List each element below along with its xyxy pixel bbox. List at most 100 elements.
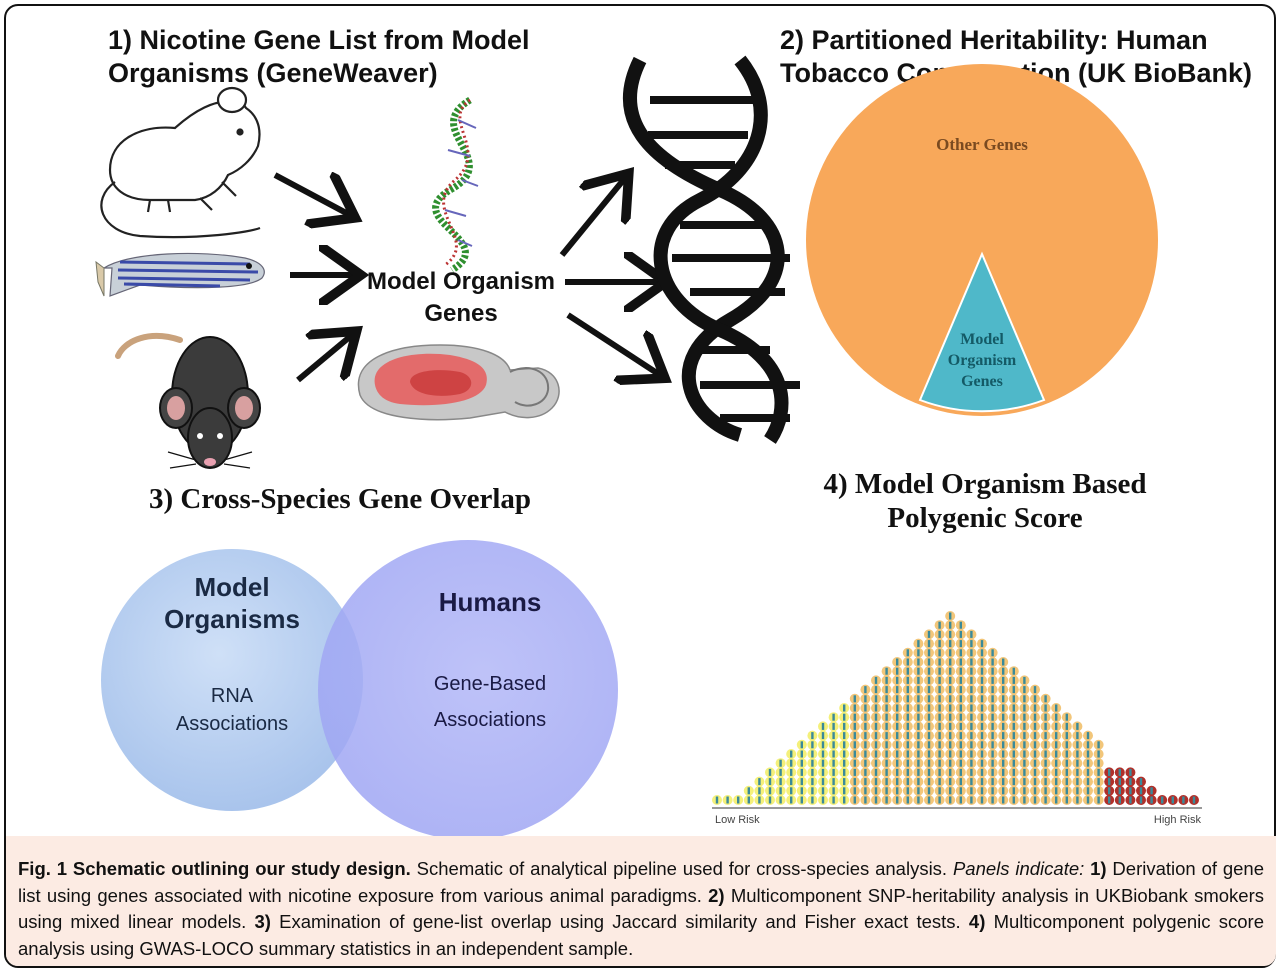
score-dot-marker [1076,732,1079,740]
score-dot-marker [1129,796,1132,804]
score-dot-marker [959,732,962,740]
score-dot-marker [1044,704,1047,712]
score-dot-marker [1076,759,1079,767]
score-dot-marker [1097,759,1100,767]
score-dot-marker [864,787,867,795]
score-dot-marker [991,722,994,730]
score-dot-marker [896,759,899,767]
score-dot-marker [1033,787,1037,795]
score-dot-marker [980,686,984,694]
score-dot-marker [1033,741,1037,749]
score-dot-marker [991,667,994,675]
score-dot-marker [959,667,962,675]
score-dot-marker [959,686,962,694]
score-dot-marker [927,759,931,767]
score-dot-marker [885,704,888,712]
score-dot-marker [906,676,909,684]
caption-background [6,836,1276,966]
venn-left-title-line1: Model [194,572,269,602]
score-dot-marker [1012,741,1015,749]
score-dot-marker [1033,722,1037,730]
caption-t2: Multicomponent SNP-heritability analysis… [18,884,1264,933]
score-dot-marker [874,713,878,721]
score-dot-marker [864,695,867,703]
figure-illustration: Other Genes Model Organism Genes Model O… [95,55,1202,840]
score-dot-marker [1086,759,1090,767]
score-dot-marker [906,732,909,740]
score-dot-marker [843,796,846,804]
score-dot-marker [1076,722,1079,730]
score-dot-marker [949,713,952,721]
score-dot-marker [980,658,984,666]
score-dot-marker [832,778,835,786]
score-dot-marker [938,722,941,730]
score-dot-marker [959,695,962,703]
score-dot-marker [885,686,888,694]
score-dot-marker [927,732,931,740]
score-dot-marker [1012,778,1015,786]
score-dot-marker [917,713,920,721]
low-risk-label: Low Risk [715,814,760,826]
score-dot-marker [885,759,888,767]
score-dot-marker [980,695,984,703]
score-dot-marker [790,759,793,767]
score-dot-marker [1108,787,1111,795]
score-dot-marker [768,778,772,786]
score-dot-marker [980,750,984,758]
score-dot-marker [917,778,920,786]
panel1-title-line2: Organisms (GeneWeaver) [108,58,438,88]
score-dot-marker [853,713,856,721]
score-dot-marker [1002,658,1005,666]
score-dot-marker [938,750,941,758]
score-dot-marker [991,676,994,684]
score-dot-marker [821,796,825,804]
score-dot-marker [906,796,909,804]
score-dot-marker [949,759,952,767]
score-dot-marker [959,658,962,666]
score-dot-marker [906,686,909,694]
score-dot-marker [938,787,941,795]
score-dot-marker [1023,796,1026,804]
mouse-icon [115,333,261,469]
score-dot-marker [938,768,941,776]
panel4-title-line1: 4) Model Organism Based [823,468,1147,500]
score-dot-marker [832,768,835,776]
score-dot-marker [1055,732,1058,740]
score-dot-marker [1065,796,1068,804]
score-dot-marker [853,778,856,786]
caption-t3: Examination of gene-list overlap using J… [270,911,969,932]
score-dot-marker [949,741,952,749]
score-dot-marker [832,750,835,758]
caption-n3: 3) [254,911,271,932]
venn-left-body-line2: Associations [176,713,288,735]
score-dot-marker [970,787,973,795]
score-dot-marker [853,787,856,795]
score-dot-marker [1171,796,1174,804]
score-dot-marker [1055,796,1058,804]
score-dot-marker [1076,750,1079,758]
score-dot-marker [874,722,878,730]
score-dot-marker [896,732,899,740]
score-dot-marker [906,741,909,749]
score-dot-marker [959,676,962,684]
score-dot-marker [1033,759,1037,767]
score-dot-marker [1044,787,1047,795]
score-dot-marker [1139,787,1143,795]
score-dot-marker [1055,704,1058,712]
panel1-arrows [273,175,660,380]
score-dot-marker [949,658,952,666]
score-dot-marker [1044,741,1047,749]
score-dot-marker [896,787,899,795]
score-dot-marker [864,686,867,694]
score-dot-marker [949,796,952,804]
score-dot-marker [1002,732,1005,740]
score-dot-marker [980,676,984,684]
score-dot-marker [779,759,782,767]
score-dot-marker [779,787,782,795]
score-dot-marker [970,667,973,675]
score-dot-marker [906,787,909,795]
score-dot-marker [1033,732,1037,740]
score-dot-marker [790,778,793,786]
score-dot-marker [980,778,984,786]
score-dot-marker [1108,796,1111,804]
